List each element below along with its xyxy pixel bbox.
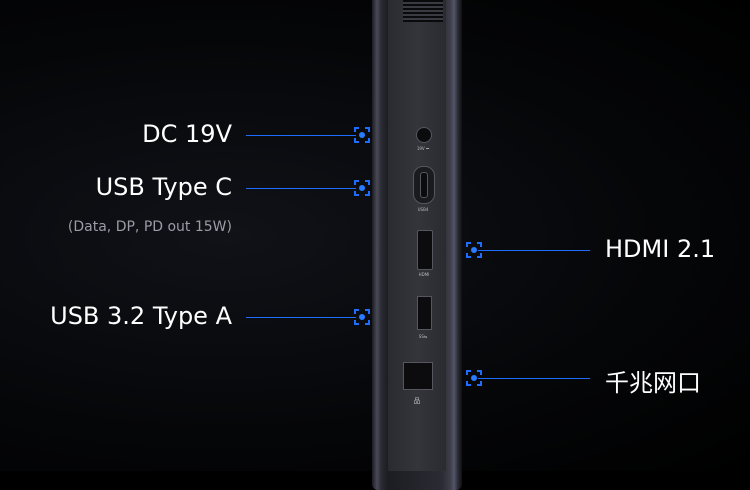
ethernet-port-label: 品: [413, 397, 421, 405]
dc-port-label: 19V ⎓: [416, 146, 430, 151]
usb-a-port-label: SS⇆: [418, 334, 428, 339]
usb-c-socket: [420, 172, 428, 198]
hdmi-port: [417, 230, 433, 270]
dc-label: DC 19V: [142, 120, 232, 148]
dc-line: [246, 135, 356, 136]
ethernet-port: [403, 362, 433, 390]
usb-c-line: [246, 188, 356, 189]
hdmi-port-label: HDMI: [418, 272, 430, 277]
dc-target-icon: [354, 127, 370, 143]
dc-port: [416, 127, 432, 143]
hdmi-target-icon: [466, 242, 482, 258]
usb-c-sublabel: (Data, DP, PD out 15W): [67, 219, 232, 235]
ethernet-label: 千兆网口: [605, 369, 701, 397]
usb-a-line: [246, 317, 356, 318]
ethernet-line: [478, 378, 590, 379]
vent-grille: [403, 0, 443, 22]
usb-a-port: [417, 296, 432, 330]
ethernet-target-icon: [466, 370, 482, 386]
usb-a-label: USB 3.2 Type A: [50, 302, 232, 330]
hdmi-label: HDMI 2.1: [605, 235, 716, 263]
hdmi-line: [478, 250, 590, 251]
usb-c-target-icon: [354, 180, 370, 196]
usb-c-port-label: USB4: [417, 207, 429, 212]
usb-a-target-icon: [354, 309, 370, 325]
usb-c-label: USB Type C: [95, 173, 232, 201]
